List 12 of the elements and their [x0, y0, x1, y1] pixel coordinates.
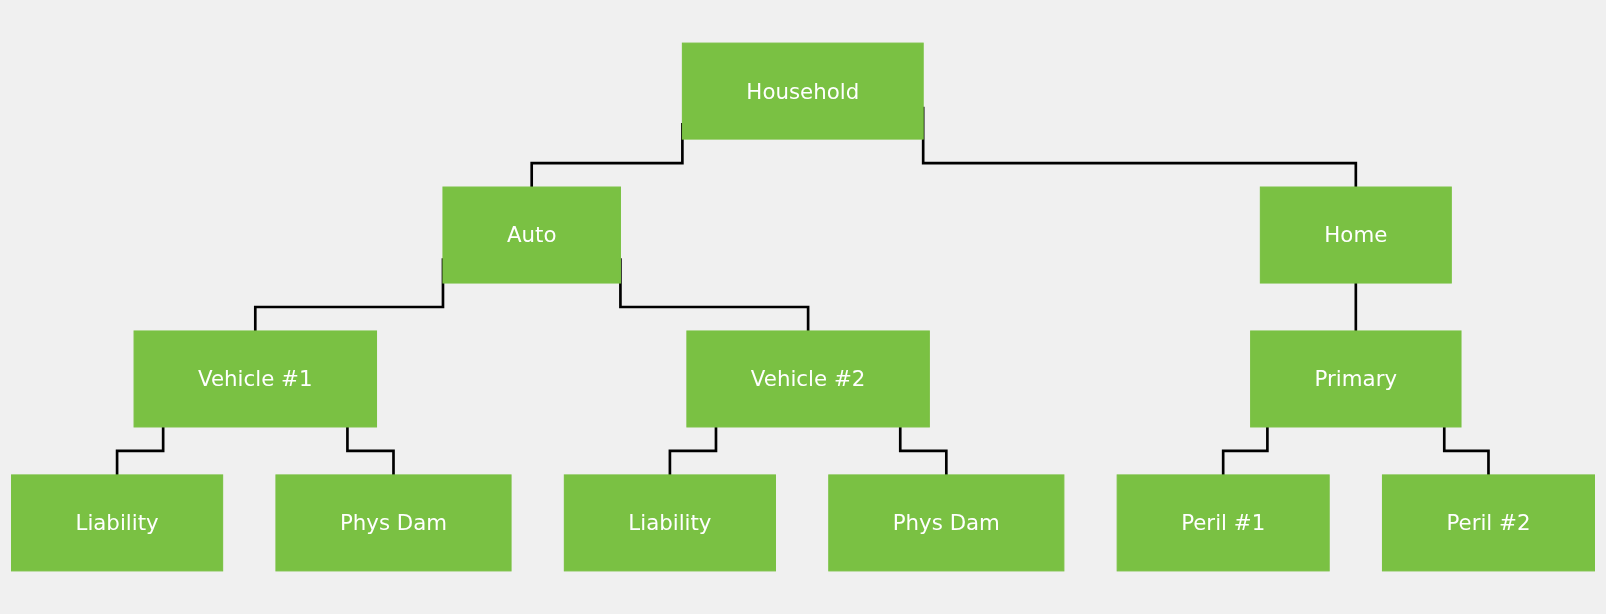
node-box: Phys Dam — [828, 474, 1065, 572]
node-box: Phys Dam — [275, 474, 512, 572]
node-box: Home — [1259, 186, 1452, 284]
node-box: Liability — [563, 474, 776, 572]
node-box: Auto — [442, 186, 621, 284]
node-box: Peril #1 — [1116, 474, 1330, 572]
node-box: Primary — [1250, 330, 1462, 428]
node-box: Peril #2 — [1381, 474, 1595, 572]
node-box: Household — [681, 42, 924, 140]
node-box: Liability — [11, 474, 224, 572]
node-box: Vehicle #1 — [133, 330, 378, 428]
node-box: Vehicle #2 — [686, 330, 930, 428]
